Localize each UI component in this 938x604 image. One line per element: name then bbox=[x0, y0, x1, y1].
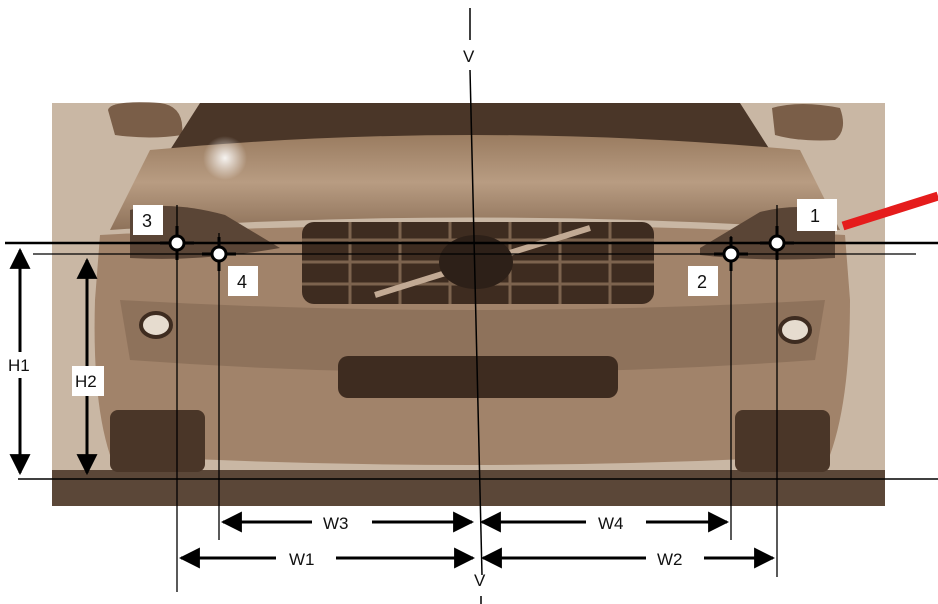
axis-top-label: V bbox=[463, 47, 475, 66]
h2-label-box bbox=[72, 366, 104, 396]
right-tire bbox=[735, 410, 830, 472]
point-2-marker bbox=[714, 237, 748, 271]
point-4-marker bbox=[202, 237, 236, 271]
point-1-label: 1 bbox=[810, 206, 820, 226]
point-3-label-box bbox=[133, 205, 163, 235]
height-dimensions: H1 H2 bbox=[5, 247, 104, 476]
h2-label: H2 bbox=[75, 372, 97, 391]
h1-label-box bbox=[5, 352, 35, 378]
hood bbox=[110, 135, 840, 230]
left-headlight bbox=[130, 206, 280, 259]
left-tire bbox=[110, 410, 205, 472]
point-1-marker bbox=[760, 226, 794, 260]
w1-label: W1 bbox=[289, 550, 315, 569]
red-pointer bbox=[841, 191, 938, 231]
right-mirror bbox=[772, 104, 844, 141]
point-markers bbox=[160, 226, 794, 271]
vertical-axis bbox=[469, 8, 483, 604]
lower-bumper bbox=[120, 300, 825, 373]
point-4-label: 4 bbox=[237, 272, 247, 292]
point-2-label: 2 bbox=[697, 272, 707, 292]
axis-line bbox=[469, 69, 483, 576]
drop-lines bbox=[176, 205, 778, 592]
left-fog-light bbox=[139, 311, 173, 339]
brand-emblem bbox=[439, 235, 513, 289]
road-surface bbox=[52, 470, 885, 506]
point-3-label: 3 bbox=[142, 211, 152, 231]
point-labels: 3 4 2 1 bbox=[133, 199, 837, 296]
right-fog-light bbox=[778, 316, 812, 344]
w3-label: W3 bbox=[323, 514, 349, 533]
left-mirror bbox=[108, 102, 183, 138]
h1-label: H1 bbox=[8, 356, 30, 375]
point-3-marker bbox=[160, 226, 194, 260]
w2-label: W2 bbox=[657, 550, 683, 569]
width-dimensions bbox=[178, 511, 776, 569]
w4-label: W4 bbox=[598, 514, 624, 533]
point-4-label-box bbox=[228, 266, 258, 296]
headlight-glare bbox=[203, 136, 247, 180]
axis-bottom-label: V bbox=[474, 571, 486, 590]
point-2-label-box bbox=[688, 266, 718, 296]
point-1-label-box bbox=[797, 199, 837, 231]
